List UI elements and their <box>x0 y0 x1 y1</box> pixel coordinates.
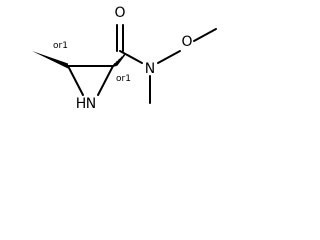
wedge-bond-methyl <box>32 51 68 69</box>
atom-oxygen-methoxy: O <box>181 34 192 50</box>
atom-oxygen-carbonyl: O <box>114 5 125 21</box>
atom-nitrogen-ring: N <box>86 96 96 112</box>
atom-hydrogen-ring: H <box>76 96 87 112</box>
stereo-label-c1: or1 <box>53 41 68 51</box>
bond-ring-c2-n <box>97 65 114 96</box>
bond-ring-c1-n <box>67 65 84 96</box>
bond-carbonyl-n <box>119 50 143 64</box>
molecule-structure: O N O N H or1 or1 <box>32 5 217 112</box>
bond-o-methyl <box>193 28 217 42</box>
hash-bond-carbonyl <box>112 54 126 68</box>
bond-n-o <box>157 50 181 64</box>
atom-nitrogen-amide: N <box>145 61 155 77</box>
stereo-label-c2: or1 <box>116 74 131 84</box>
